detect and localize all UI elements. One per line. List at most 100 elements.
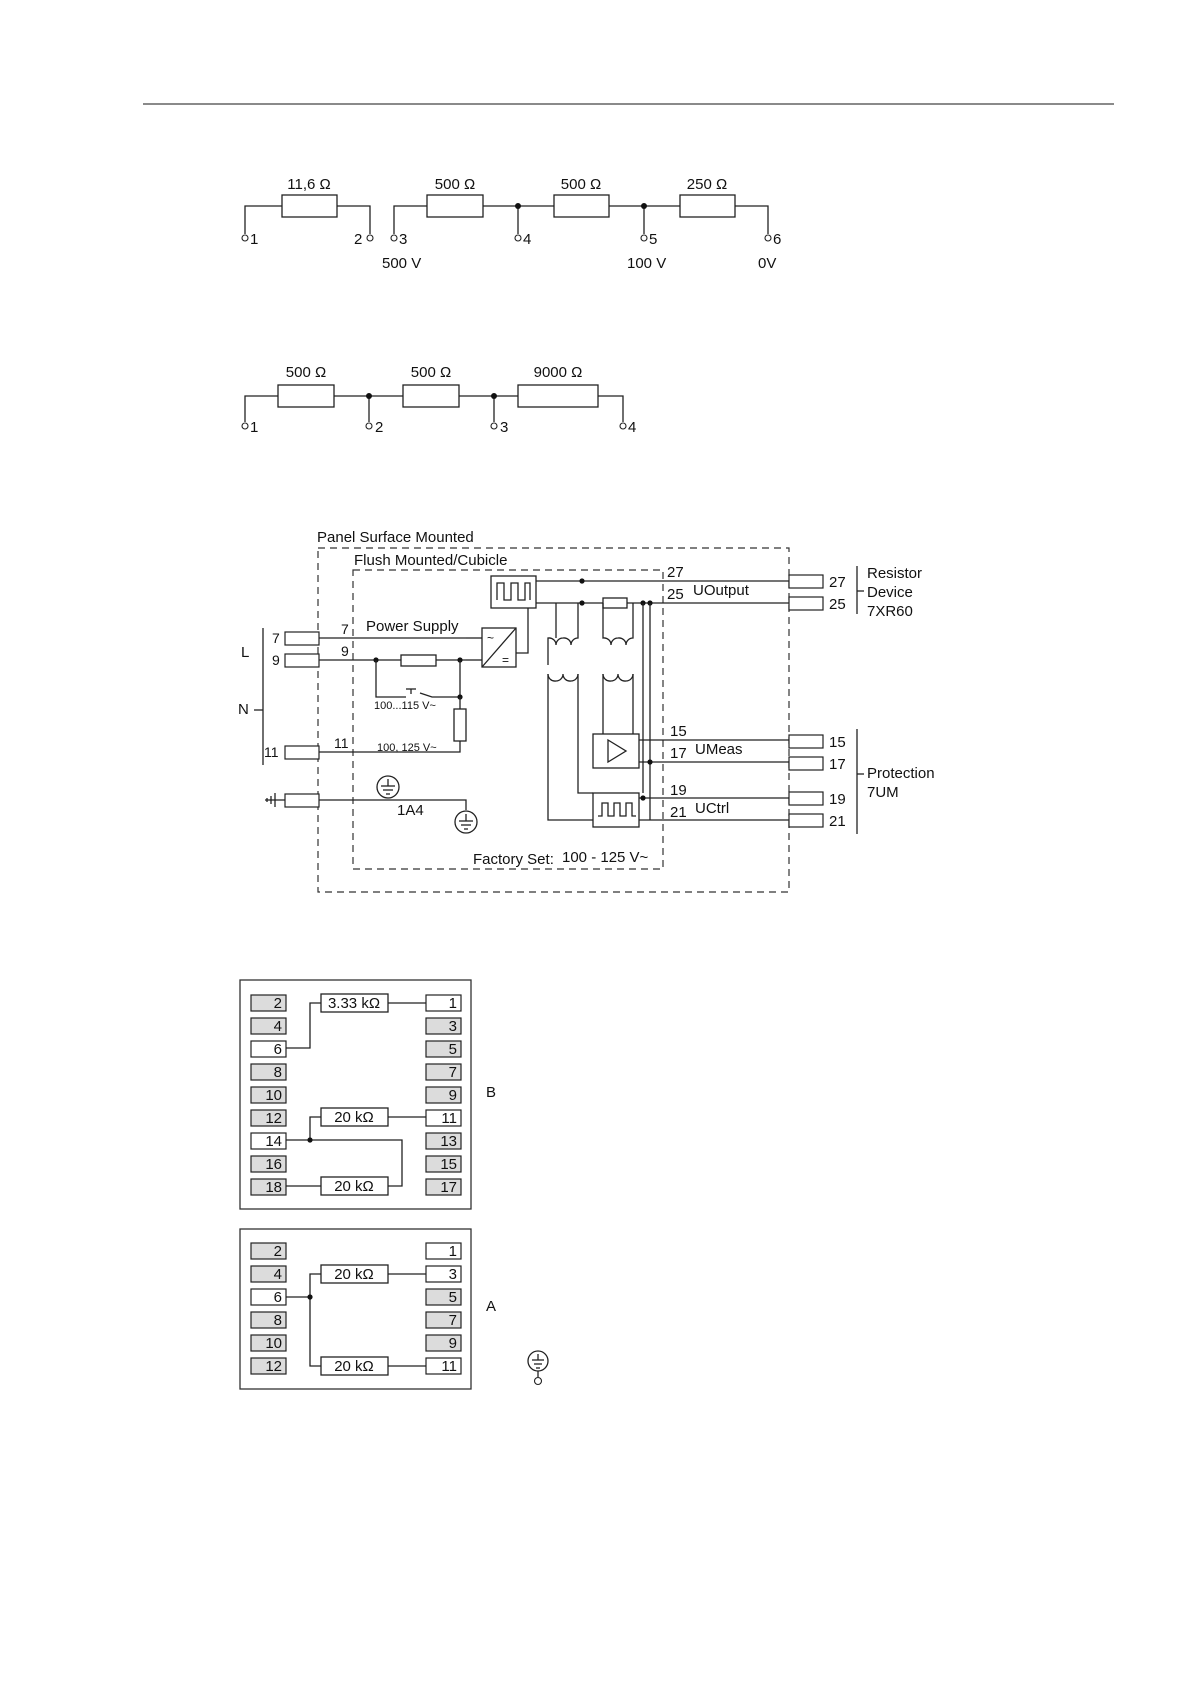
terminal-label: 4 [523, 231, 531, 248]
terminal-label: 10 [265, 1087, 282, 1104]
umeas-label: UMeas [695, 741, 743, 758]
block-label: B [486, 1084, 496, 1101]
terminal-label: 1 [449, 995, 457, 1012]
terminal-label: 1 [449, 1243, 457, 1260]
terminal-label: 11 [441, 1110, 457, 1127]
ground-icon [265, 793, 285, 807]
terminal-label: 1 [250, 419, 258, 436]
resistor-label: 20 kΩ [334, 1358, 374, 1375]
terminal-label: 11 [264, 744, 279, 760]
inner-terminal-label: 7 [341, 621, 349, 637]
junction-dot [307, 1294, 313, 1300]
terminal-box [250, 1063, 287, 1081]
block-label: A [486, 1298, 496, 1315]
terminal-19 [788, 791, 824, 806]
terminal-box [250, 1132, 287, 1150]
terminal-pin [390, 234, 398, 242]
resistor-label: 500 Ω [435, 176, 475, 193]
terminal-box [250, 1357, 287, 1375]
resistor-500-ohm [426, 194, 484, 218]
terminal-box [425, 1311, 462, 1329]
resistor-500-ohm [553, 194, 610, 218]
uctrl-label: UCtrl [695, 800, 729, 817]
terminal-label: 6 [274, 1289, 282, 1306]
terminal-label: 2 [274, 1243, 282, 1260]
terminal-label: 5 [449, 1289, 457, 1306]
junction-dot [307, 1137, 313, 1143]
terminal-27 [788, 574, 824, 589]
terminal-label: 12 [265, 1358, 282, 1375]
resistor-label: 500 Ω [286, 364, 326, 381]
pulse-detector [592, 792, 640, 828]
terminal-ground [284, 793, 320, 808]
external-terminal-label: 21 [829, 813, 846, 830]
range-low-label: 100...115 V~ [374, 700, 436, 712]
external-terminal-label: 19 [829, 791, 846, 808]
junction-dot [515, 203, 521, 209]
flush-mounted-boundary [352, 569, 664, 870]
internal-terminal-label: 19 [670, 782, 687, 799]
terminal-21 [788, 813, 824, 828]
resistor-divider-2: 500 Ω 500 Ω 9000 Ω 1 2 3 4 [241, 364, 636, 436]
pulse-generator [490, 575, 537, 609]
internal-terminal-label: 21 [670, 804, 687, 821]
junction-dot [641, 203, 647, 209]
terminal-box [250, 1109, 287, 1127]
junction-dot [640, 795, 646, 801]
resistor-label: 11,6 Ω [287, 176, 330, 193]
terminal-box [425, 1242, 462, 1260]
terminal-11 [284, 745, 320, 760]
factory-set-value: 100 - 125 V~ [562, 849, 649, 866]
connection-diagram: Panel Surface Mounted Flush Mounted/Cubi… [238, 529, 935, 893]
internal-terminal-label: 15 [670, 723, 687, 740]
terminal-box [250, 1017, 287, 1035]
terminal-box [425, 1017, 462, 1035]
junction-dot [647, 759, 653, 765]
protective-earth-icon [454, 810, 478, 834]
terminal-pin [365, 422, 373, 430]
terminal-label: 7 [449, 1312, 457, 1329]
terminal-pin [619, 422, 627, 430]
terminal-box [250, 1155, 287, 1173]
terminal-box [425, 1132, 462, 1150]
terminal-label: 4 [274, 1266, 282, 1283]
resistor-11-6-ohm [281, 194, 338, 218]
terminal-box [425, 1155, 462, 1173]
terminal-box [250, 1311, 287, 1329]
terminal-label: 1 [250, 231, 258, 248]
junction-dot [579, 578, 585, 584]
internal-terminal-label: 17 [670, 745, 687, 762]
terminal-pin [640, 234, 648, 242]
amplifier [592, 733, 640, 769]
terminal-box [425, 1063, 462, 1081]
terminal-15 [788, 734, 824, 749]
equals-icon: = [502, 653, 509, 667]
factory-set-label: Factory Set: [473, 851, 554, 868]
terminal-pin [241, 422, 249, 430]
panel-surface-boundary [317, 547, 790, 893]
terminal-label: 18 [265, 1179, 282, 1196]
resistor-500-ohm [402, 384, 460, 408]
resistor-20k [320, 1264, 389, 1284]
resistor-label: 20 kΩ [334, 1266, 374, 1283]
resistor-500-ohm [277, 384, 335, 408]
terminal-box [250, 1086, 287, 1104]
terminal-box [425, 1334, 462, 1352]
terminal-label: 13 [440, 1133, 457, 1150]
external-terminal-label: 15 [829, 734, 846, 751]
terminal-box [250, 1040, 287, 1058]
terminal-label: 4 [274, 1018, 282, 1035]
terminal-label: 3 [449, 1018, 457, 1035]
terminal-pin [764, 234, 772, 242]
terminal-pin [366, 234, 374, 242]
resistor-device-label: 7XR60 [867, 603, 913, 620]
terminal-label: 14 [265, 1133, 282, 1150]
internal-terminal-label: 27 [667, 564, 684, 581]
terminal-box [250, 1178, 287, 1196]
terminal-label: 9 [272, 652, 280, 668]
terminal-label: 7 [449, 1064, 457, 1081]
resistor [602, 597, 628, 609]
resistor-label: 20 kΩ [334, 1109, 374, 1126]
